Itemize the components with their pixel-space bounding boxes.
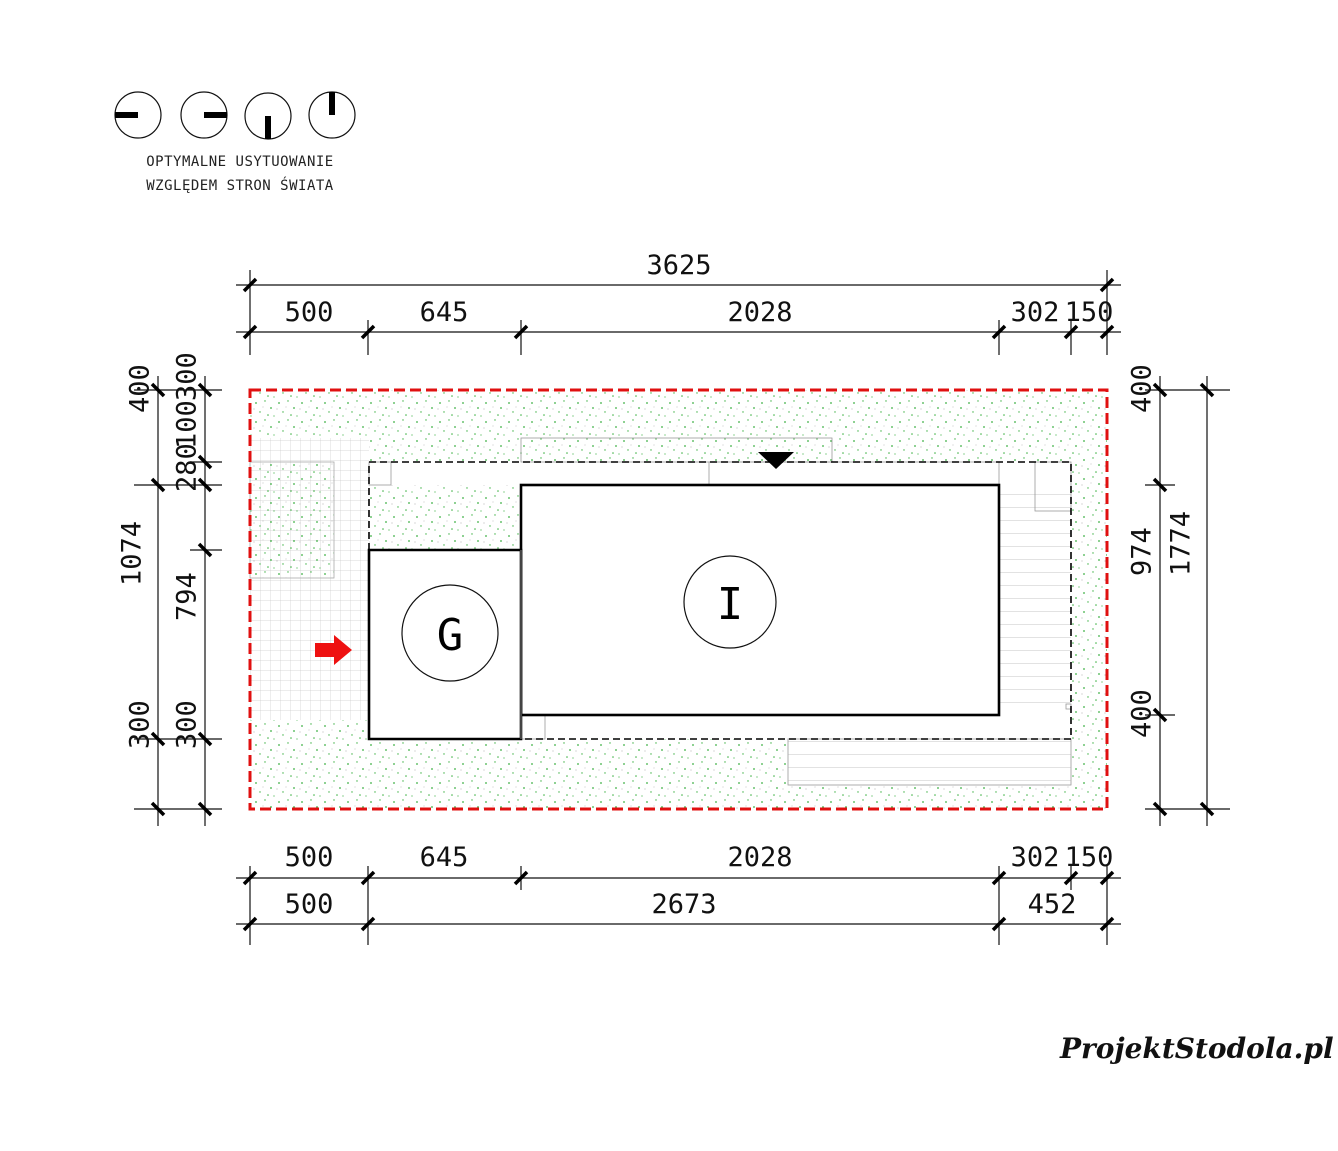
compass-north-icon [308,91,356,139]
left-dimensions: 400 1074 300 300 100 280 794 300 [116,352,222,826]
plot-boundary [248,388,1109,811]
dim-label: 300 [172,352,203,401]
terrace-north [520,437,833,463]
dim-label: 302 [1011,297,1060,328]
svg-text:I: I [717,579,744,630]
dim-label: 280 [172,443,203,492]
house-building [519,483,1001,717]
dim-label: 500 [285,297,334,328]
dim-label: 400 [1127,364,1158,413]
compass-west-icon [114,91,162,139]
terrace-south [788,739,1071,785]
dim-label: 2028 [727,297,792,328]
svg-text:G: G [437,610,464,661]
dim-label: 1074 [116,521,147,586]
entry-arrow-icon [315,635,352,665]
plot: G I [248,388,1109,811]
dim-label: 2028 [727,842,792,873]
right-dimensions: 400 974 400 1774 [1127,364,1230,826]
dim-label: 300 [172,700,203,749]
dim-label: 150 [1065,842,1114,873]
dim-label: 2673 [651,889,716,920]
dim-top-total: 3625 [646,250,711,281]
dim-label: 500 [285,842,334,873]
entrance-triangle-icon [758,452,794,469]
dim-label: 302 [1011,842,1060,873]
dim-label: 150 [1065,297,1114,328]
dim-label: 794 [172,572,203,621]
lawn-patch [249,461,335,579]
legend-caption-line1: OPTYMALNE USYTUOWANIE [146,154,334,170]
terrace-east [999,485,1071,715]
dim-label: 400 [125,364,156,413]
top-dimensions: 3625 500 645 2028 302 150 [236,250,1121,355]
dim-label: 452 [1028,889,1077,920]
house-label: I [683,555,777,649]
dim-right-total: 1774 [1165,511,1196,576]
dim-label: 300 [125,700,156,749]
orientation-legend: OPTYMALNE USYTUOWANIE WZGLĘDEM STRON ŚWI… [114,91,356,194]
dim-label: 100 [172,400,203,449]
bottom-dimensions: 500 645 2028 302 150 500 2673 452 [236,842,1121,945]
compass-east-icon [180,91,228,139]
garage-label: G [401,584,499,682]
dim-label: 400 [1127,689,1158,738]
dim-label: 500 [285,889,334,920]
compass-south-icon [244,92,292,140]
dim-label: 645 [420,297,469,328]
legend-caption-line2: WZGLĘDEM STRON ŚWIATA [146,176,334,194]
logo: ProjektStodola.pl [1059,1032,1334,1065]
dim-label: 974 [1127,527,1158,576]
dim-label: 645 [420,842,469,873]
